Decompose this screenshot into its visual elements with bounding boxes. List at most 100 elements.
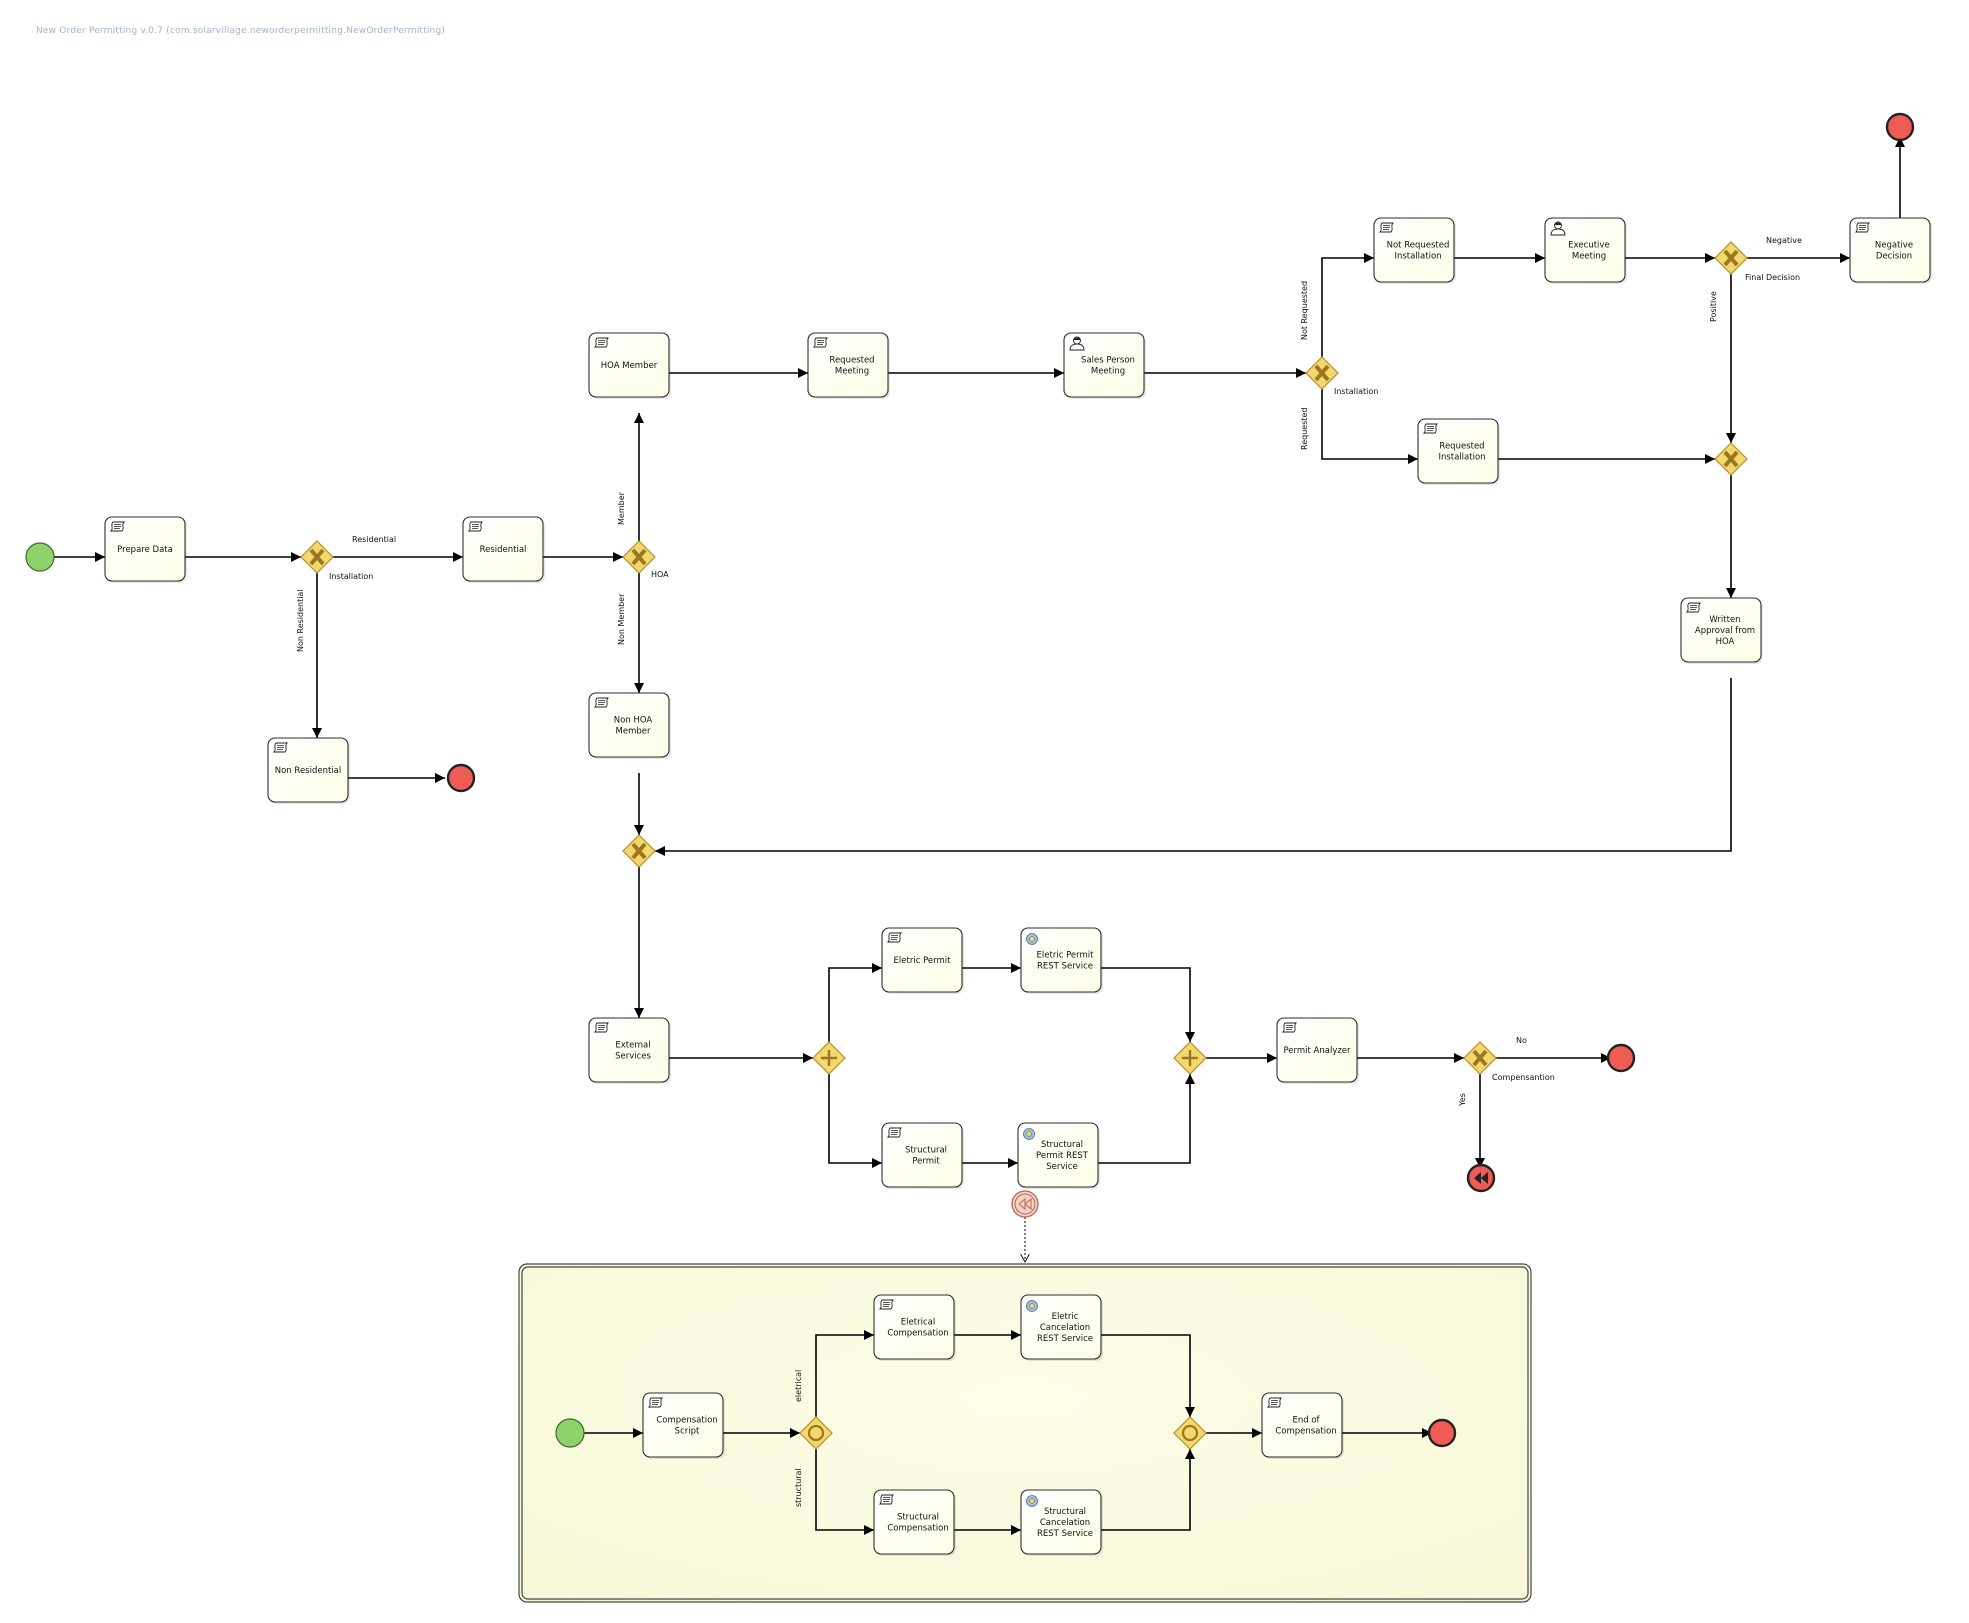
parallel-plus-icon bbox=[1182, 1050, 1198, 1066]
sequence-flow[interactable] bbox=[828, 963, 882, 1042]
task-box[interactable] bbox=[267, 737, 349, 803]
end-no-comp-event[interactable] bbox=[1606, 1043, 1636, 1073]
start-event-circle[interactable] bbox=[555, 1418, 585, 1448]
task-label: Structural bbox=[1044, 1507, 1086, 1517]
sequence-flow[interactable] bbox=[1098, 1074, 1195, 1164]
task-box[interactable] bbox=[1849, 217, 1931, 283]
task-label: Script bbox=[675, 1427, 700, 1437]
script-icon-lines bbox=[1859, 225, 1866, 230]
compensation-subprocess[interactable] bbox=[518, 1263, 1532, 1603]
boundary-rewind-icon bbox=[1018, 1197, 1032, 1211]
task-box[interactable] bbox=[1417, 418, 1499, 484]
gw-merge-hoa-gateway[interactable] bbox=[622, 834, 656, 868]
task-box[interactable] bbox=[1261, 1392, 1343, 1458]
end-nonres-event[interactable] bbox=[446, 763, 476, 793]
task-box[interactable] bbox=[1020, 1294, 1102, 1360]
sequence-flow[interactable] bbox=[815, 1449, 874, 1535]
end-event-circle[interactable] bbox=[1885, 112, 1915, 142]
end-negative-event[interactable] bbox=[1885, 112, 1915, 142]
script-icon bbox=[886, 1127, 903, 1138]
task-label: HOA bbox=[1716, 637, 1735, 647]
sequence-flow[interactable] bbox=[1101, 967, 1195, 1042]
start1-event[interactable] bbox=[25, 542, 55, 572]
end-event-circle[interactable] bbox=[1427, 1418, 1457, 1448]
gw-merge-install-gateway[interactable] bbox=[1714, 442, 1748, 476]
task-box[interactable] bbox=[873, 1294, 955, 1360]
task-box[interactable] bbox=[807, 332, 889, 398]
end-event-circle[interactable] bbox=[1606, 1043, 1636, 1073]
gateway-diamond[interactable] bbox=[1173, 1416, 1207, 1450]
start-event-circle[interactable] bbox=[25, 542, 55, 572]
task-box[interactable] bbox=[1017, 1122, 1099, 1188]
residential-task[interactable]: Residential bbox=[462, 516, 545, 583]
non-residential-task[interactable]: Non Residential bbox=[267, 737, 350, 804]
task-box[interactable] bbox=[1680, 597, 1762, 663]
xor-x-icon bbox=[631, 842, 647, 860]
hoa-member-task[interactable]: HOA Member bbox=[588, 332, 671, 399]
parallel-plus-icon bbox=[821, 1050, 837, 1066]
task-box[interactable] bbox=[104, 516, 186, 582]
sequence-flow[interactable] bbox=[1101, 1334, 1195, 1417]
task-box[interactable] bbox=[881, 927, 963, 993]
end-compensate-event[interactable] bbox=[1466, 1163, 1496, 1193]
permit-analyzer-task[interactable]: Permit Analyzer bbox=[1276, 1017, 1359, 1084]
script-icon bbox=[1854, 222, 1871, 233]
task-box[interactable] bbox=[588, 332, 670, 398]
gw-req-install-gateway[interactable]: Installation bbox=[1305, 356, 1378, 396]
task-box[interactable] bbox=[1373, 217, 1455, 283]
sequence-flow[interactable] bbox=[815, 1330, 874, 1417]
task-box[interactable] bbox=[588, 1017, 670, 1083]
sequence-flow[interactable] bbox=[1321, 253, 1374, 357]
eletric-permit-task[interactable]: Eletric Permit bbox=[881, 927, 964, 994]
task-box[interactable] bbox=[881, 1122, 963, 1188]
gw-split-par-gateway[interactable] bbox=[812, 1041, 846, 1075]
prepare-data-task[interactable]: Prepare Data bbox=[104, 516, 187, 583]
sequence-flow[interactable] bbox=[655, 678, 1732, 856]
task-box[interactable] bbox=[462, 516, 544, 582]
task-box[interactable] bbox=[1020, 1489, 1102, 1555]
task-label: Negative bbox=[1875, 241, 1913, 251]
sequence-flow[interactable] bbox=[1321, 389, 1418, 464]
task-box[interactable] bbox=[642, 1392, 724, 1458]
gateway-diamond[interactable] bbox=[799, 1416, 833, 1450]
script-icon bbox=[812, 337, 829, 348]
gw-installation-gateway[interactable]: Installation bbox=[300, 540, 373, 581]
sequence-flow[interactable] bbox=[1101, 1449, 1195, 1531]
task-box[interactable] bbox=[873, 1489, 955, 1555]
comp-end-event[interactable] bbox=[1427, 1418, 1457, 1448]
script-icon bbox=[1685, 602, 1702, 613]
sequence-flow[interactable] bbox=[828, 1074, 882, 1168]
task-box[interactable] bbox=[1276, 1017, 1358, 1083]
gw-comp-split-gateway[interactable] bbox=[799, 1416, 833, 1450]
comp-start-event[interactable] bbox=[555, 1418, 585, 1448]
boundary-comp-event[interactable] bbox=[1011, 1190, 1039, 1218]
task-box[interactable] bbox=[588, 692, 670, 758]
task-label: Installation bbox=[1394, 252, 1441, 262]
gw-join-par-gateway[interactable] bbox=[1173, 1041, 1207, 1075]
end-event-circle[interactable] bbox=[446, 763, 476, 793]
gw-compensation-gateway[interactable]: Compensantion bbox=[1463, 1041, 1555, 1082]
gw-hoa-gateway[interactable]: HOA bbox=[622, 540, 669, 579]
gw-final-gateway[interactable]: Final Decision bbox=[1714, 241, 1800, 282]
gw-comp-join-gateway[interactable] bbox=[1173, 1416, 1207, 1450]
task-box[interactable] bbox=[1020, 927, 1102, 993]
user-icon-hair bbox=[1554, 222, 1562, 225]
